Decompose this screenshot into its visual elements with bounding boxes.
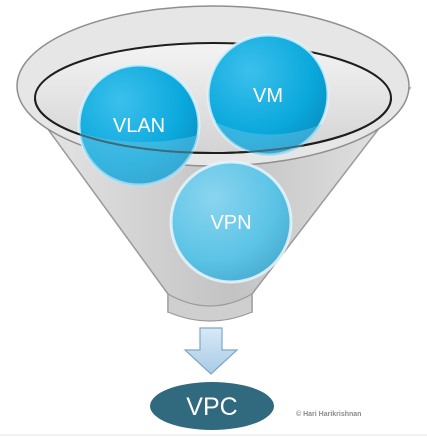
bubble-vm-label: VM <box>253 85 283 107</box>
bubble-vlan: VLAN <box>77 63 201 187</box>
result-vpc-label: VPC <box>186 393 237 421</box>
down-arrow-icon <box>183 327 239 375</box>
bubble-vpn: VPN <box>169 160 293 284</box>
credit-text: © Hari Harikrishnan <box>296 410 361 418</box>
funnel-mouth-front <box>34 97 392 154</box>
result-vpc: VPC <box>150 382 274 430</box>
bubble-vlan-lower <box>79 133 199 187</box>
bubble-vpn-label: VPN <box>210 212 251 234</box>
bubble-vm: VM <box>206 33 330 157</box>
funnel-spout <box>167 292 253 322</box>
bubble-vm-lower <box>215 122 322 156</box>
bubble-vlan-label: VLAN <box>113 115 165 137</box>
